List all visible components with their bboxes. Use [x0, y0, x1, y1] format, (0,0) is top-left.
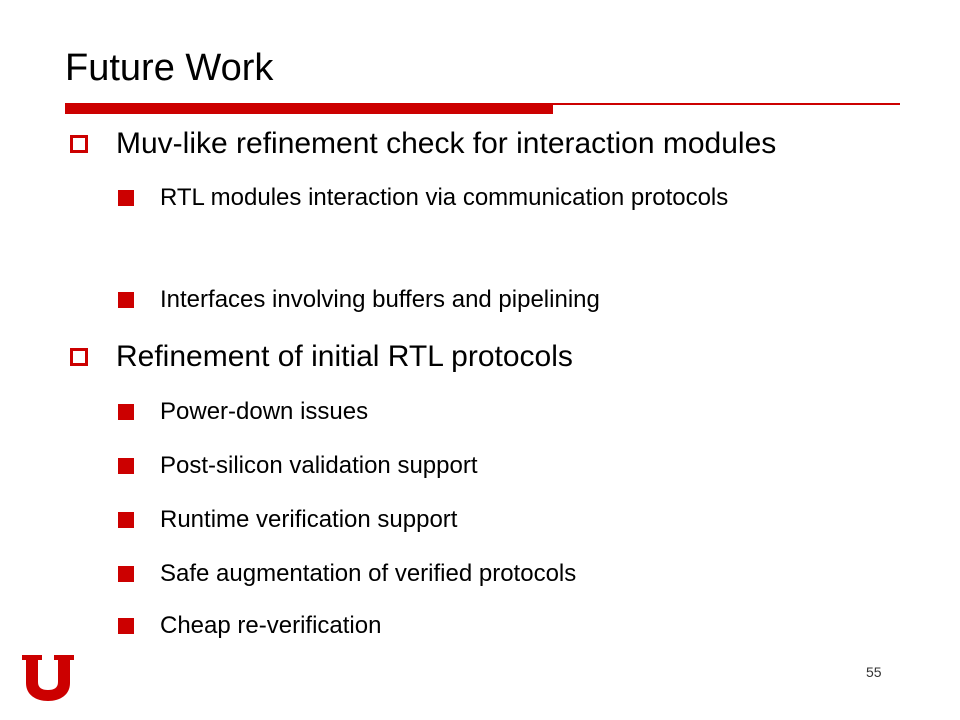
- sub-bullet-1-1: RTL modules interaction via communicatio…: [118, 178, 838, 218]
- sub-bullet-2-4-text: Safe augmentation of verified protocols: [160, 560, 577, 587]
- bullet-1-text: Muv-like refinement check for interactio…: [116, 127, 777, 160]
- filled-square-bullet-icon: [118, 618, 134, 634]
- sub-bullet-2-2-text: Post-silicon validation support: [160, 452, 478, 479]
- sub-bullet-2-5-text: Cheap re-verification: [160, 612, 382, 639]
- sub-bullet-2-1-text: Power-down issues: [160, 398, 369, 425]
- page-number: 55: [866, 664, 882, 680]
- sub-bullet-1-1-text: RTL modules interaction via communicatio…: [160, 184, 729, 211]
- title-underline-thick: [65, 103, 553, 114]
- title-underline-thin: [553, 103, 900, 105]
- sub-bullet-2-1: Power-down issues: [118, 392, 838, 432]
- hollow-square-bullet-icon: [70, 135, 88, 153]
- bullet-1: Muv-like refinement check for interactio…: [70, 126, 930, 162]
- sub-bullet-2-3: Runtime verification support: [118, 500, 838, 540]
- filled-square-bullet-icon: [118, 404, 134, 420]
- sub-bullet-2-2: Post-silicon validation support: [118, 446, 838, 486]
- university-u-logo-icon: [22, 655, 74, 701]
- filled-square-bullet-icon: [118, 566, 134, 582]
- sub-bullet-1-2-text: Interfaces involving buffers and pipelin…: [160, 286, 600, 313]
- hollow-square-bullet-icon: [70, 348, 88, 366]
- filled-square-bullet-icon: [118, 458, 134, 474]
- filled-square-bullet-icon: [118, 512, 134, 528]
- filled-square-bullet-icon: [118, 190, 134, 206]
- sub-bullet-2-5: Cheap re-verification: [118, 606, 838, 646]
- slide-title: Future Work: [65, 47, 274, 89]
- sub-bullet-1-2: Interfaces involving buffers and pipelin…: [118, 280, 838, 320]
- sub-bullet-2-3-text: Runtime verification support: [160, 506, 458, 533]
- bullet-2-text: Refinement of initial RTL protocols: [116, 340, 573, 373]
- filled-square-bullet-icon: [118, 292, 134, 308]
- sub-bullet-2-4: Safe augmentation of verified protocols: [118, 554, 838, 594]
- bullet-2: Refinement of initial RTL protocols: [70, 339, 930, 375]
